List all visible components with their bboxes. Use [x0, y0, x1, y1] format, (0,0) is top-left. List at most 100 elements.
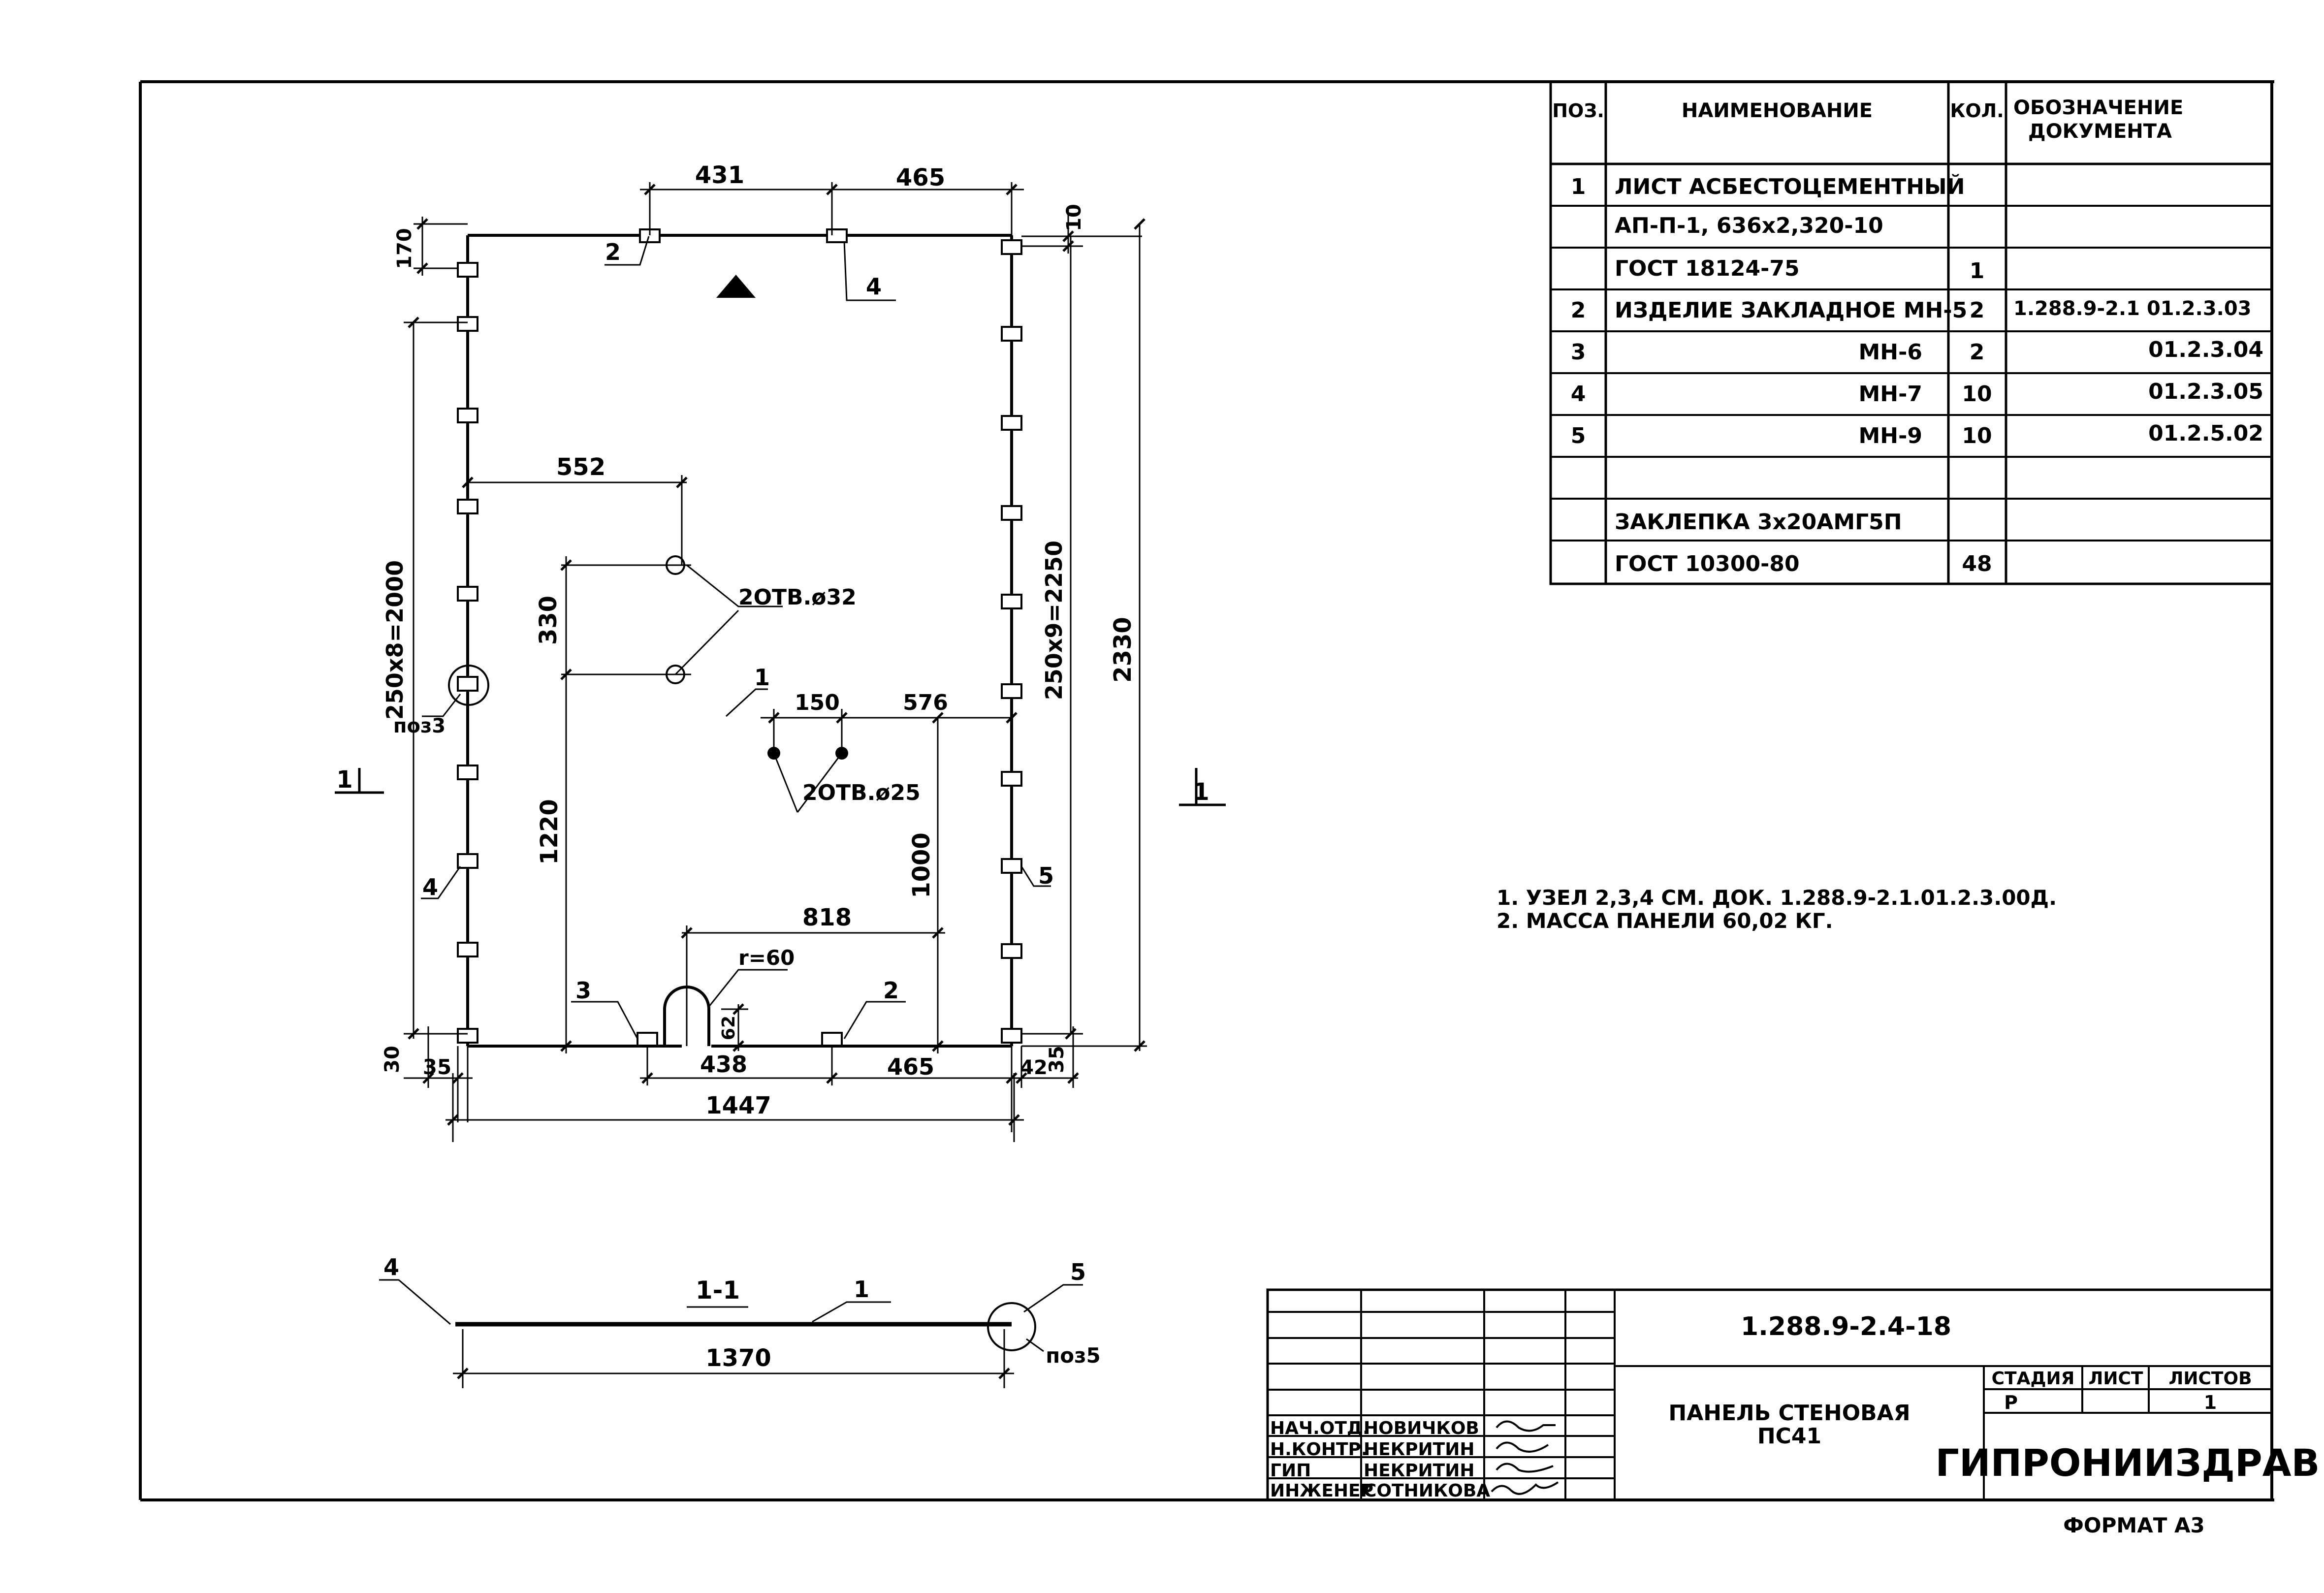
spec-row-pos: 5	[1571, 423, 1586, 448]
dim-35-right: 35	[1046, 1046, 1068, 1073]
sig-role: ГИП	[1270, 1461, 1311, 1481]
spec-row-doc: 01.2.5.02	[2148, 421, 2263, 446]
sig-name: НЕКРИТИН	[1364, 1439, 1474, 1460]
dim-552: 552	[556, 453, 605, 481]
sheet-header: ЛИСТ	[2088, 1369, 2143, 1389]
dim-right-chain: 250х9=2250	[1041, 541, 1067, 700]
spec-header-name: НАИМЕНОВАНИЕ	[1682, 99, 1873, 122]
holes-d25	[767, 747, 848, 760]
sheets-header: ЛИСТОВ	[2168, 1369, 2252, 1389]
notes: 1. УЗЕЛ 2,3,4 СМ. ДОК. 1.288.9-2.1.01.2.…	[1496, 886, 2057, 933]
cut-mark-right: 1	[1193, 778, 1209, 806]
dim-2330: 2330	[1109, 617, 1137, 683]
dim-431: 431	[695, 161, 744, 189]
detail-circle-poz3	[448, 665, 489, 706]
spec-row-name: ИЗДЕЛИЕ ЗАКЛАДНОЕ МН-5	[1615, 298, 1967, 323]
spec-row-qty: 10	[1962, 423, 1992, 448]
callout-4-left: 4	[422, 874, 438, 900]
dim-150: 150	[795, 690, 840, 715]
sig-role: ИНЖЕНЕР	[1270, 1481, 1373, 1501]
dim-42: 42	[1020, 1056, 1048, 1079]
sig-name: СОТНИКОВА	[1364, 1481, 1490, 1501]
spec-row-name: ЗАКЛЕПКА 3х20АМГ5П	[1615, 510, 1902, 535]
callout-1-mid: 1	[754, 664, 770, 691]
section-cut-markers	[335, 768, 1226, 806]
sig-name: НЕКРИТИН	[1364, 1461, 1474, 1481]
sig-role: Н.КОНТР.	[1270, 1439, 1368, 1460]
dim-465-top: 465	[896, 164, 945, 191]
section-callout-1: 1	[854, 1276, 869, 1303]
dim-330: 330	[535, 596, 562, 645]
dim-1220: 1220	[536, 799, 563, 865]
dimension-lines	[404, 182, 1147, 1142]
title-line2: ПС41	[1757, 1424, 1821, 1449]
embedded-parts-edges	[637, 228, 848, 1047]
dim-left-chain: 250х8=2000	[382, 560, 408, 720]
embedded-parts-right	[1001, 239, 1022, 1044]
signature-marks	[1491, 1420, 1559, 1495]
dim-576: 576	[903, 690, 948, 715]
doc-code: 1.288.9-2.4-18	[1741, 1312, 1951, 1341]
callout-2-bottom: 2	[883, 977, 899, 1004]
title-block: НАЧ.ОТД. НОВИЧКОВ Н.КОНТР. НЕКРИТИН ГИП …	[1266, 1288, 2320, 1501]
dim-818: 818	[802, 904, 852, 931]
holes-d32-label: 2ОТВ.ø32	[738, 585, 857, 610]
dim-1447: 1447	[705, 1092, 771, 1119]
spec-row-pos: 4	[1571, 382, 1586, 407]
section-callout-4: 4	[383, 1254, 399, 1280]
spec-row-name: МН-9	[1859, 423, 1923, 448]
spec-row-name: ГОСТ 10300-80	[1615, 551, 1800, 576]
spec-row-name: МН-7	[1859, 382, 1923, 407]
spec-row-qty: 10	[1962, 382, 1992, 407]
stage-header: СТАДИЯ	[1992, 1369, 2075, 1389]
specification-table: ПОЗ. НАИМЕНОВАНИЕ КОЛ. ОБОЗНАЧЕНИЕ ДОКУМ…	[1549, 80, 2273, 585]
dim-1000: 1000	[908, 832, 935, 898]
spec-row-doc: 01.2.3.04	[2148, 337, 2263, 362]
dimension-ticks	[408, 184, 1146, 1126]
holes-d25-label: 2ОТВ.ø25	[802, 780, 921, 805]
callout-3-bottom: 3	[575, 977, 591, 1004]
section-dim-1370: 1370	[705, 1344, 771, 1372]
dim-170: 170	[393, 228, 416, 269]
organization: ГИПРОНИИЗДРАВ	[1936, 1441, 2320, 1485]
note-2: 2. МАССА ПАНЕЛИ 60,02 КГ.	[1496, 909, 1833, 933]
spec-header-pos: ПОЗ.	[1552, 100, 1604, 122]
note-1: 1. УЗЕЛ 2,3,4 СМ. ДОК. 1.288.9-2.1.01.2.…	[1496, 886, 2057, 910]
triangle-marker-icon	[716, 275, 756, 298]
embedded-parts-left	[457, 262, 478, 1044]
dim-465-bottom: 465	[887, 1053, 934, 1080]
sig-name: НОВИЧКОВ	[1364, 1418, 1479, 1438]
spec-header-doc-line1: ОБОЗНАЧЕНИЕ	[2013, 96, 2183, 119]
spec-row-name: ГОСТ 18124-75	[1615, 256, 1800, 281]
spec-row-name: МН-6	[1859, 340, 1923, 365]
spec-row-qty: 2	[1970, 298, 1985, 323]
spec-row-name: ЛИСТ АСБЕСТОЦЕМЕНТНЫЙ	[1615, 173, 1965, 199]
spec-row-doc: 01.2.3.05	[2148, 379, 2263, 404]
spec-row-name: АП-П-1, 636х2,320-10	[1615, 213, 1883, 238]
spec-row-pos: 2	[1571, 298, 1586, 323]
callout-5-right: 5	[1038, 862, 1054, 889]
dim-radius: r=60	[738, 946, 795, 970]
dim-30: 30	[381, 1046, 404, 1073]
callout-2-top: 2	[605, 239, 621, 265]
spec-row-doc: 1.288.9-2.1 01.2.3.03	[2013, 297, 2252, 320]
callout-4-top: 4	[866, 273, 882, 300]
spec-row-pos: 1	[1571, 174, 1586, 199]
sheets-value: 1	[2204, 1392, 2217, 1413]
dim-438: 438	[700, 1051, 747, 1078]
cut-mark-left: 1	[336, 766, 352, 794]
spec-header-doc-line2: ДОКУМЕНТА	[2028, 120, 2172, 143]
sig-role: НАЧ.ОТД.	[1270, 1418, 1369, 1438]
dim-35-left: 35	[423, 1055, 451, 1079]
stage-value: Р	[2004, 1392, 2018, 1413]
leader-lines	[421, 236, 1051, 1039]
spec-row-qty: 48	[1962, 551, 1992, 576]
title-line1: ПАНЕЛЬ СТЕНОВАЯ	[1668, 1401, 1910, 1426]
section-callout-5: 5	[1070, 1259, 1086, 1285]
format-label: ФОРМАТ А3	[2063, 1513, 2204, 1537]
callout-poz3: поз3	[393, 715, 446, 737]
dim-10: 10	[1063, 204, 1085, 231]
spec-row-pos: 3	[1571, 340, 1586, 365]
